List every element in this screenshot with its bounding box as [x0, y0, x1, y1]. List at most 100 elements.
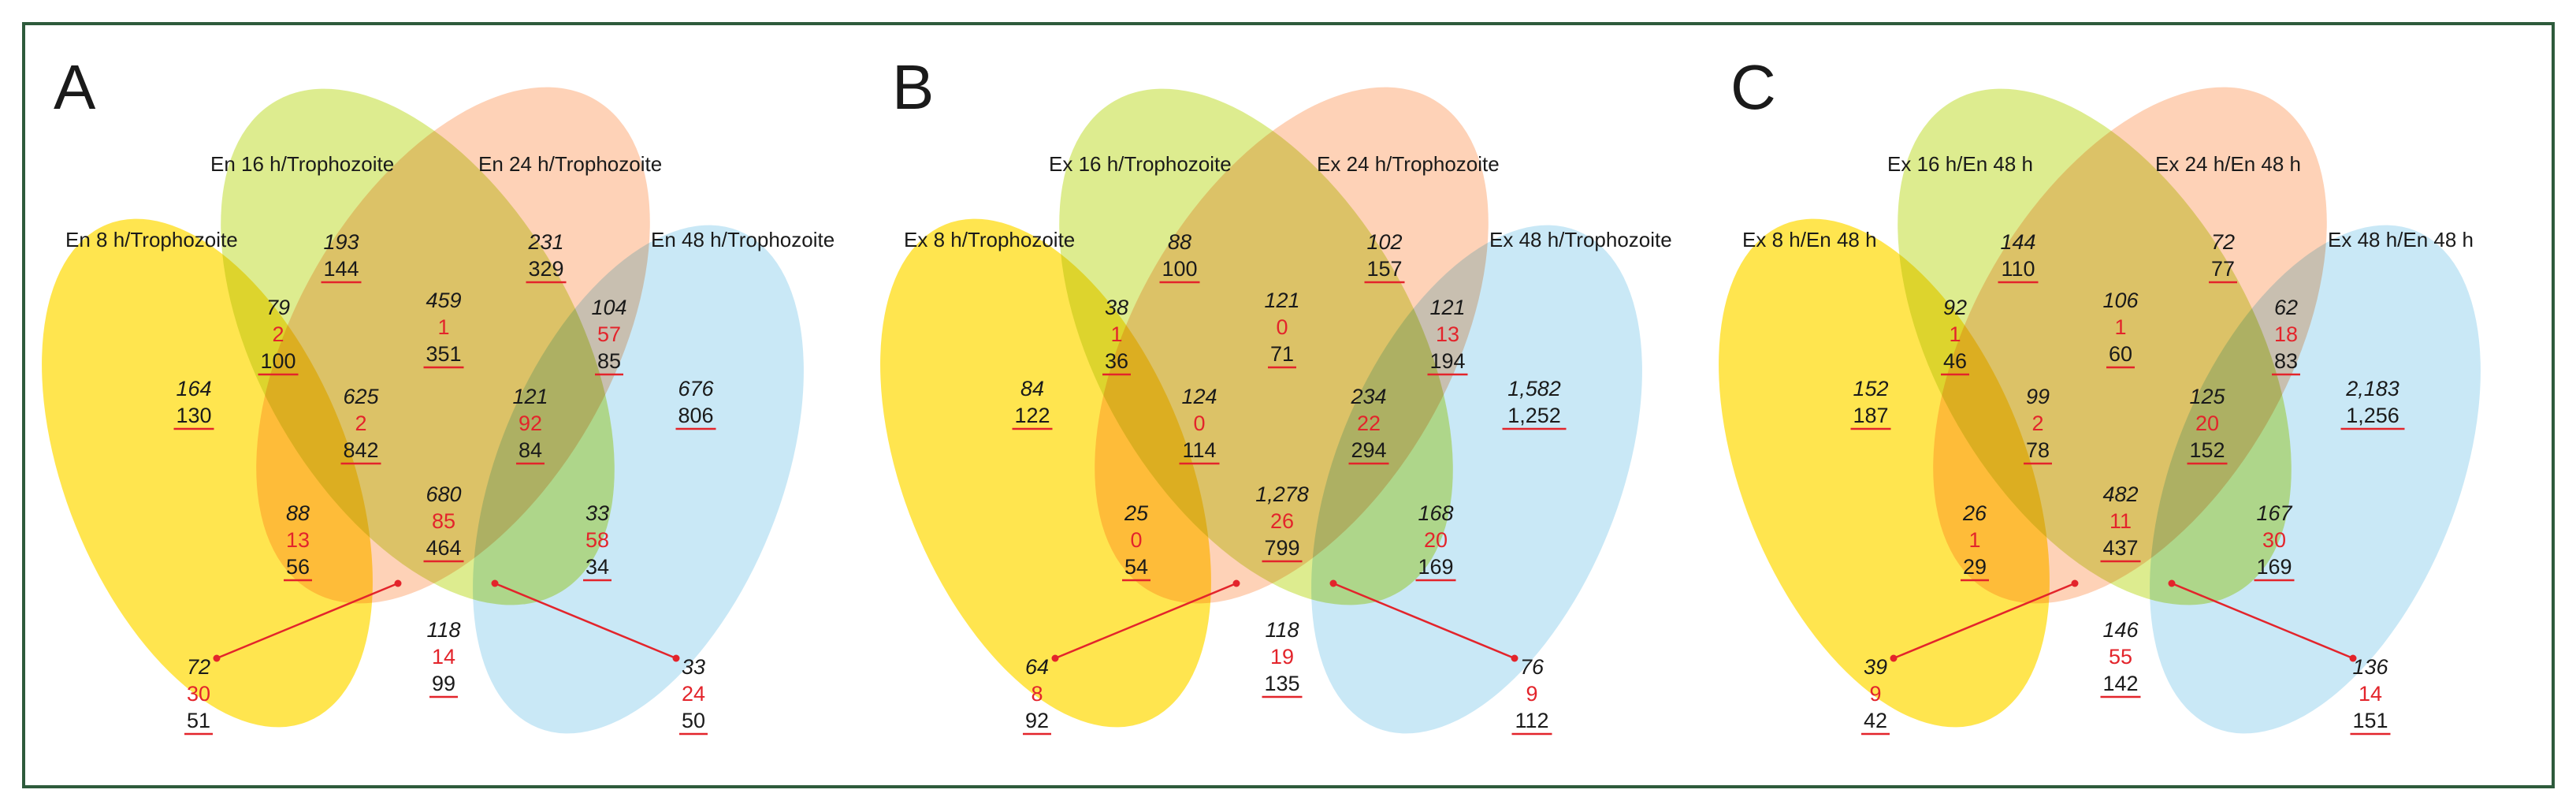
region-count-italic: 99	[2026, 385, 2050, 408]
region-count-red: 13	[1436, 322, 1459, 346]
set-label: Ex 16 h/Trophozoite	[1049, 152, 1232, 176]
region-count-red: 14	[2359, 682, 2382, 706]
region-count-italic: 1,582	[1507, 377, 1561, 400]
region-count-italic: 136	[2352, 655, 2388, 679]
region-count-underlined: 100	[260, 349, 296, 373]
region-count-underlined: 294	[1351, 438, 1386, 462]
region-count-underlined: 112	[1515, 709, 1548, 732]
set-label: En 8 h/Trophozoite	[65, 228, 238, 251]
region-count-italic: 193	[323, 230, 359, 254]
region-count-underlined: 169	[1418, 555, 1453, 579]
region-count-italic: 680	[426, 482, 461, 506]
region-yo: 625 2 842	[340, 385, 381, 465]
region-count-italic: 72	[187, 655, 210, 679]
region-count-italic: 88	[286, 501, 310, 525]
callout-dot	[1511, 654, 1518, 662]
region-count-red: 1	[1949, 322, 1961, 346]
callout-line	[1893, 582, 2076, 660]
region-count-red: 2	[355, 412, 366, 435]
region-count-red: 30	[2262, 528, 2286, 552]
region-count-italic: 106	[2102, 289, 2139, 312]
callout-dot	[394, 579, 402, 587]
region-count-italic: 482	[2102, 482, 2138, 506]
set-label: En 48 h/Trophozoite	[651, 228, 835, 251]
region-count-italic: 1,278	[1255, 482, 1309, 506]
region-count-italic: 79	[266, 296, 290, 319]
region-count-red: 0	[1276, 315, 1288, 339]
region-count-italic: 234	[1350, 385, 1386, 408]
region-count-underlined: 54	[1124, 555, 1148, 579]
region-count-italic: 26	[1962, 501, 1987, 525]
callout-dot	[213, 654, 221, 662]
region-count-italic: 33	[585, 501, 609, 525]
callout-dot	[2071, 579, 2079, 587]
region-count-italic: 625	[343, 385, 379, 408]
callout-dot	[1051, 654, 1059, 662]
region-count-underlined: 46	[1943, 349, 1967, 373]
callout-dot	[1890, 654, 1898, 662]
region-count-red: 1	[1110, 322, 1122, 346]
region-count-red: 0	[1130, 528, 1142, 552]
panel-letter: A	[54, 52, 96, 122]
region-count-underlined: 437	[2102, 536, 2138, 560]
region-count-underlined: 110	[2001, 257, 2035, 281]
region-count-red: 14	[432, 645, 455, 669]
region-count-red: 2	[272, 322, 284, 346]
region-count-italic: 102	[1366, 230, 1402, 254]
region-count-underlined: 78	[2026, 438, 2050, 462]
region-count-italic: 121	[1429, 296, 1465, 319]
region-count-underlined: 151	[2352, 709, 2388, 732]
region-count-italic: 33	[682, 655, 705, 679]
region-count-italic: 167	[2256, 501, 2292, 525]
region-count-italic: 459	[426, 289, 461, 312]
callout-dot	[1329, 579, 1337, 587]
venn-set-blue	[1311, 225, 1642, 734]
region-count-italic: 76	[1520, 655, 1544, 679]
region-count-italic: 231	[527, 230, 563, 254]
venn-set-blue	[473, 225, 804, 734]
region-count-italic: 104	[591, 296, 626, 319]
panel-letter: C	[1730, 52, 1776, 122]
region-count-italic: 118	[426, 618, 460, 642]
region-count-red: 55	[2109, 645, 2132, 669]
region-count-underlined: 135	[1264, 672, 1299, 695]
region-count-italic: 92	[1943, 296, 1967, 319]
set-label: En 16 h/Trophozoite	[210, 152, 394, 176]
region-count-underlined: 842	[343, 438, 378, 462]
region-count-underlined: 51	[187, 709, 210, 732]
region-count-red: 8	[1031, 682, 1043, 706]
callout-dot	[672, 654, 680, 662]
region-count-red: 92	[519, 412, 542, 435]
region-count-italic: 2,183	[2345, 377, 2399, 400]
region-count-italic: 164	[176, 377, 211, 400]
region-count-underlined: 122	[1014, 404, 1050, 427]
region-count-red: 24	[682, 682, 705, 706]
region-count-italic: 88	[1168, 230, 1191, 254]
callout-line	[1333, 582, 1515, 660]
callout-line	[2171, 582, 2354, 660]
callout-line	[216, 582, 399, 660]
region-count-red: 9	[1869, 682, 1881, 706]
region-count-red: 2	[2031, 412, 2043, 435]
region-count-underlined: 799	[1264, 536, 1299, 560]
region-count-underlined: 42	[1864, 709, 1887, 732]
